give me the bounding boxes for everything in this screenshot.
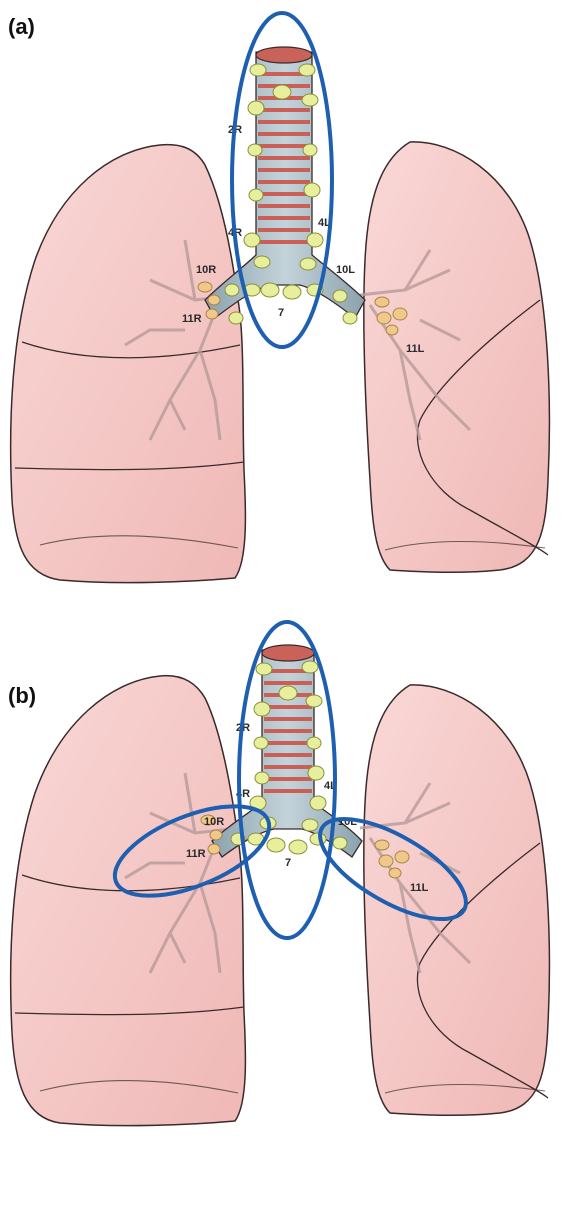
node-label-11R: 11R: [186, 848, 206, 860]
node-label-7: 7: [285, 857, 291, 869]
panel-label-b: (b): [8, 683, 36, 709]
right-lung: [11, 145, 246, 583]
node-label-10L: 10L: [336, 264, 355, 276]
panel-b: 2R 4R 4L 7 10R 10L 11R 11L (b): [0, 613, 564, 1226]
panel-a: 2R 4R 4L 7 10R 10L 11R 11L (a): [0, 0, 564, 613]
panel-label-a: (a): [8, 14, 35, 40]
left-lung: [364, 685, 550, 1115]
right-lung: [11, 676, 246, 1126]
node-label-10R: 10R: [204, 816, 224, 828]
node-label-11L: 11L: [406, 343, 425, 355]
node-label-11L: 11L: [410, 882, 429, 894]
lung-diagram-a: 2R 4R 4L 7 10R 10L 11R 11L: [0, 0, 564, 613]
node-label-10R: 10R: [196, 264, 216, 276]
left-lung: [364, 142, 550, 572]
lung-diagram-b: 2R 4R 4L 7 10R 10L 11R 11L: [0, 613, 564, 1226]
node-label-7: 7: [278, 307, 284, 319]
node-label-11R: 11R: [182, 313, 202, 325]
